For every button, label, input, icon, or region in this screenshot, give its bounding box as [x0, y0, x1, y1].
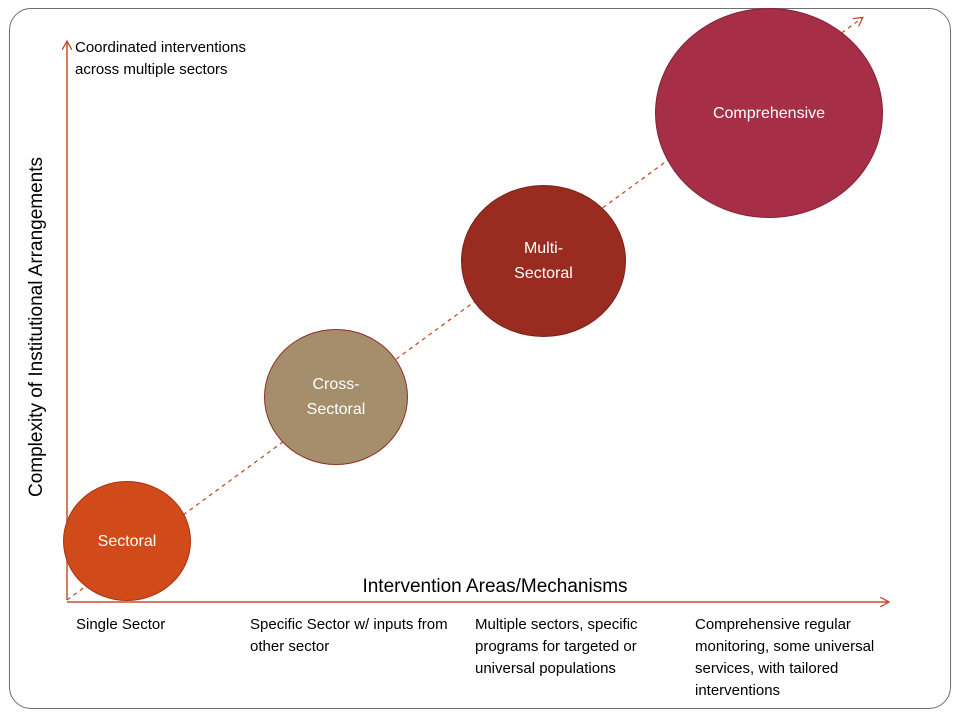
stage-sectoral-circle: Sectoral — [63, 481, 191, 601]
stage-cross-sectoral-circle: Cross-Sectoral — [264, 329, 408, 465]
x-axis-label-specific-sector: Specific Sector w/ inputs from other sec… — [250, 616, 448, 655]
x-axis-title: Intervention Areas/Mechanisms — [362, 576, 628, 597]
stage-multi-sectoral-circle: Multi-Sectoral — [461, 185, 626, 337]
stage-cross-sectoral-label: Cross-Sectoral — [306, 376, 366, 418]
x-axis-label-multiple-sectors: Multiple sectors, specific programs for … — [475, 616, 638, 677]
x-axis-label-single-sector: Single Sector — [76, 616, 166, 633]
y-axis-title: Complexity of Institutional Arrangements — [26, 156, 47, 498]
stage-sectoral-label: Sectoral — [97, 532, 157, 550]
stage-comprehensive-label: Comprehensive — [712, 104, 826, 122]
y-axis-top-note: Coordinated interventions across multipl… — [75, 39, 246, 78]
slide-frame — [9, 8, 951, 709]
x-axis-label-comprehensive: Comprehensive regular monitoring, some u… — [695, 616, 875, 699]
stage-multi-sectoral-label: Multi-Sectoral — [514, 240, 573, 282]
stage-comprehensive-circle: Comprehensive — [655, 8, 883, 218]
